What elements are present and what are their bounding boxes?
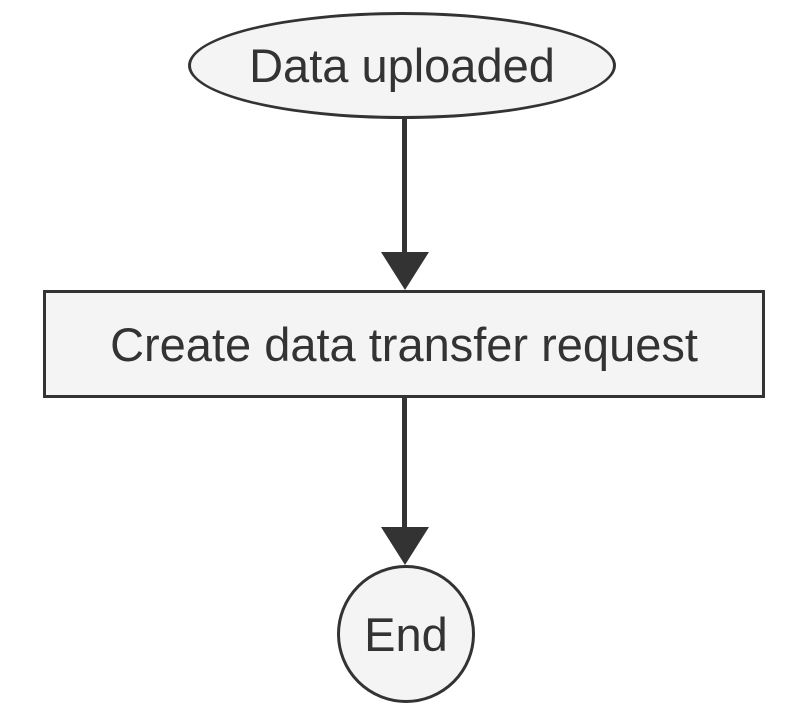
node-process-label: Create data transfer request xyxy=(110,317,698,371)
edge-start-to-process-line xyxy=(402,119,407,256)
edge-process-to-end-line xyxy=(402,398,407,530)
node-end-circle: End xyxy=(337,565,475,703)
node-start-label: Data uploaded xyxy=(249,39,555,92)
node-start-ellipse: Data uploaded xyxy=(188,12,616,119)
arrowhead-down-icon xyxy=(381,252,429,290)
arrowhead-down-icon xyxy=(381,527,429,565)
node-process-rectangle: Create data transfer request xyxy=(43,290,765,398)
node-end-label: End xyxy=(364,607,448,661)
